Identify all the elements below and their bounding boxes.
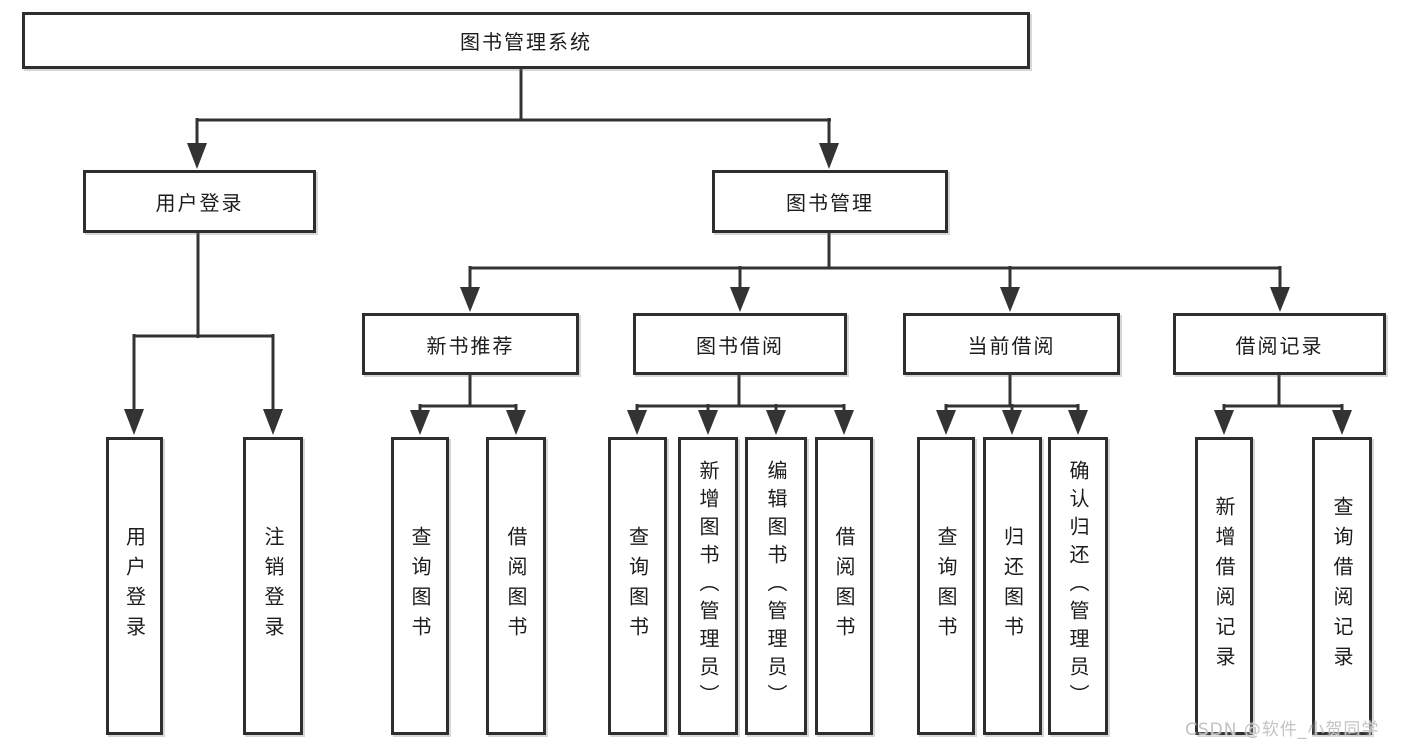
- leaf-query-books-borrow: 查询图书: [608, 437, 667, 735]
- node-book-borrow: 图书借阅: [633, 313, 847, 375]
- leaf-edit-book-admin-label: 编辑图书（管理员）: [764, 460, 788, 712]
- connector-book-management-to-sections: [460, 233, 1290, 312]
- leaf-borrow-books-borrow-label: 借阅图书: [832, 526, 856, 646]
- connector-new-book-section: [410, 375, 526, 435]
- leaf-query-books-borrow-label: 查询图书: [625, 526, 650, 646]
- node-root-system: 图书管理系统: [22, 12, 1030, 69]
- connector-current-borrow-section: [936, 375, 1088, 435]
- leaf-borrow-books-borrow: 借阅图书: [815, 437, 873, 735]
- leaf-query-borrow-record: 查询借阅记录: [1312, 437, 1372, 735]
- leaf-query-books-recommend-label: 查询图书: [408, 526, 432, 646]
- leaf-borrow-books-recommend-label: 借阅图书: [504, 526, 528, 646]
- node-user-login: 用户登录: [83, 170, 316, 233]
- leaf-edit-book-admin: 编辑图书（管理员）: [745, 437, 807, 735]
- leaf-confirm-return-admin-label: 确认归还（管理员）: [1066, 460, 1090, 712]
- leaf-user-login: 用户登录: [106, 437, 163, 735]
- leaf-return-book: 归还图书: [983, 437, 1042, 735]
- csdn-watermark: CSDN @软件_小贺同学: [1185, 720, 1380, 740]
- node-borrow-record: 借阅记录: [1173, 313, 1386, 375]
- leaf-borrow-books-recommend: 借阅图书: [486, 437, 546, 735]
- node-book-management: 图书管理: [712, 170, 948, 233]
- connector-root-to-level2: [187, 68, 839, 169]
- connector-book-borrow-section: [627, 375, 854, 435]
- leaf-confirm-return-admin: 确认归还（管理员）: [1048, 437, 1108, 735]
- leaf-add-borrow-record: 新增借阅记录: [1195, 437, 1253, 735]
- leaf-query-books-recommend: 查询图书: [391, 437, 449, 735]
- leaf-logout-label: 注销登录: [261, 526, 285, 646]
- node-new-book-recommend: 新书推荐: [362, 313, 579, 375]
- leaf-add-borrow-record-label: 新增借阅记录: [1212, 496, 1236, 676]
- leaf-query-books-current: 查询图书: [917, 437, 975, 735]
- connector-borrow-record-section: [1214, 375, 1352, 435]
- leaf-query-books-current-label: 查询图书: [934, 526, 958, 646]
- leaf-user-login-label: 用户登录: [122, 526, 147, 646]
- leaf-return-book-label: 归还图书: [1000, 526, 1025, 646]
- node-current-borrow: 当前借阅: [903, 313, 1120, 375]
- leaf-logout: 注销登录: [243, 437, 303, 735]
- leaf-add-book-admin: 新增图书（管理员）: [678, 437, 738, 735]
- leaf-add-book-admin-label: 新增图书（管理员）: [696, 460, 720, 712]
- leaf-query-borrow-record-label: 查询借阅记录: [1330, 496, 1354, 676]
- connector-user-login-branch: [124, 233, 283, 435]
